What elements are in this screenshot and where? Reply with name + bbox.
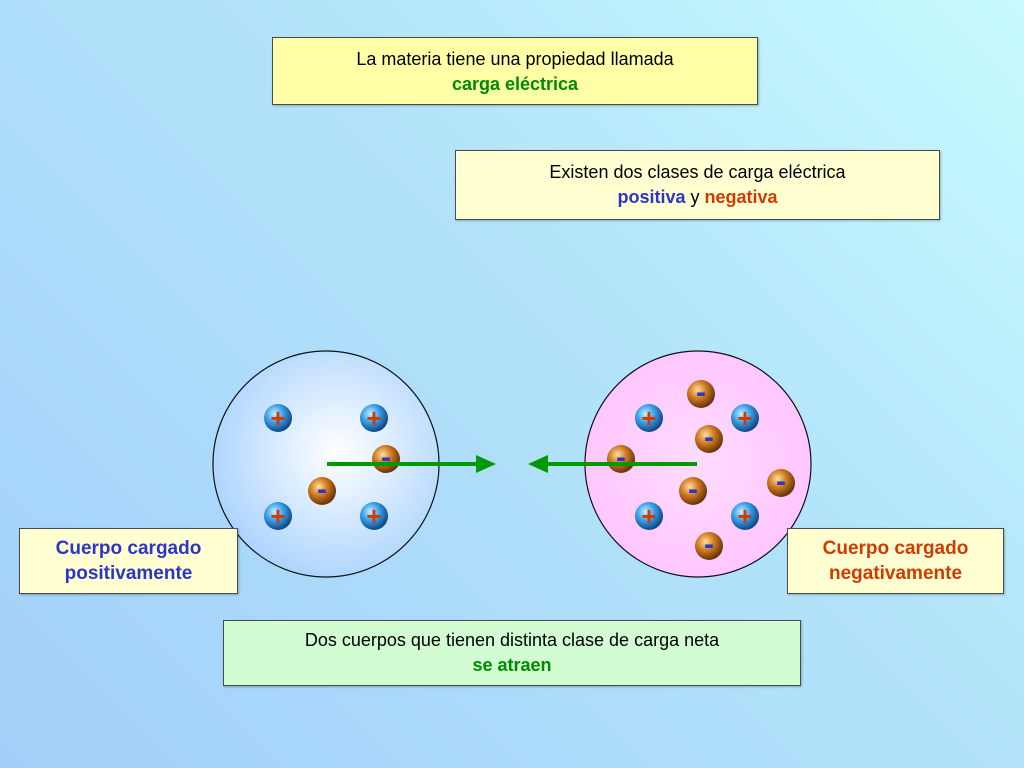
conclusion-highlight: se atraen [472,655,552,675]
svg-text:+: + [270,501,285,531]
positive-label-line2: positivamente [64,563,193,584]
charge-types-text: Existen dos clases de carga eléctrica [549,162,846,182]
intro-highlight: carga eléctrica [451,74,579,94]
positive-label-line1: Cuerpo cargado [55,538,202,559]
electron: - [679,473,707,506]
proton: + [264,501,292,531]
positive-body-label: Cuerpo cargado positivamente [19,528,238,594]
svg-text:+: + [641,501,656,531]
negative-word: negativa [704,187,778,207]
svg-text:+: + [366,403,381,433]
svg-text:-: - [776,465,786,498]
svg-text:+: + [366,501,381,531]
intro-text: La materia tiene una propiedad llamada [356,49,674,69]
svg-text:-: - [696,376,706,409]
charge-types-box: Existen dos clases de carga eléctrica po… [455,150,940,220]
electron: - [308,473,336,506]
connector-word: y [690,187,700,207]
svg-text:+: + [641,403,656,433]
proton: + [635,501,663,531]
negative-label-line1: Cuerpo cargado [822,538,969,559]
svg-text:+: + [737,501,752,531]
conclusion-box: Dos cuerpos que tienen distinta clase de… [223,620,801,686]
electron: - [687,376,715,409]
proton: + [360,501,388,531]
svg-text:-: - [704,528,714,561]
svg-text:+: + [270,403,285,433]
intro-box: La materia tiene una propiedad llamada c… [272,37,758,105]
proton: + [264,403,292,433]
proton: + [635,403,663,433]
arrow-left-icon [528,455,697,473]
svg-text:+: + [737,403,752,433]
negative-body-label: Cuerpo cargado negativamente [787,528,1004,594]
svg-text:-: - [616,441,626,474]
svg-text:-: - [688,473,698,506]
conclusion-text: Dos cuerpos que tienen distinta clase de… [304,630,720,650]
positive-word: positiva [617,187,686,207]
negative-label-line2: negativamente [828,563,963,584]
svg-text:-: - [317,473,327,506]
proton: + [360,403,388,433]
electron: - [695,528,723,561]
svg-text:-: - [704,421,714,454]
arrow-right-icon [327,455,496,473]
electron: - [767,465,795,498]
svg-text:-: - [381,441,391,474]
proton: + [731,501,759,531]
proton: + [731,403,759,433]
electron: - [695,421,723,454]
